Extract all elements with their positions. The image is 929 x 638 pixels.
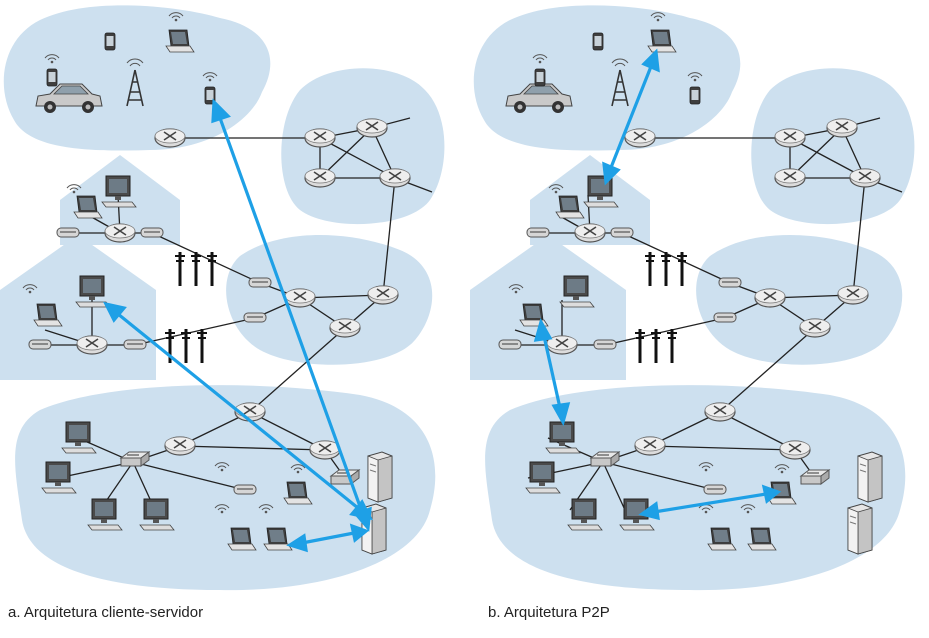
client-server-diagram: [0, 0, 460, 600]
caption-p2p: b. Arquitetura P2P: [488, 604, 610, 621]
modem-icon: [593, 339, 617, 350]
modem-icon: [526, 227, 550, 238]
modem-icon: [243, 312, 267, 323]
modem-icon: [123, 339, 147, 350]
mobile-network-cloud: [473, 5, 741, 151]
modem-icon: [140, 227, 164, 238]
home-network-house-1: [530, 155, 650, 245]
communication-arrows: [103, 98, 373, 553]
phone-icon: [592, 32, 604, 51]
utility-poles: [633, 250, 689, 365]
isp-cloud-top-right: [281, 68, 445, 225]
modem-icon: [56, 227, 80, 238]
modem-icon: [718, 277, 742, 288]
phone-icon: [534, 68, 546, 87]
phone-icon: [104, 32, 116, 51]
modem-icon: [28, 339, 52, 350]
isp-cloud-middle: [226, 234, 433, 365]
modem-icon: [248, 277, 272, 288]
p2p-network-svg: [470, 5, 915, 591]
isp-cloud-middle: [696, 234, 903, 365]
caption-client-server: a. Arquitetura cliente-servidor: [8, 604, 204, 621]
home-network-house-2: [0, 235, 156, 380]
modem-icon: [233, 484, 257, 495]
phone-icon: [46, 68, 58, 87]
utility-poles: [163, 250, 219, 365]
enterprise-network-cloud: [485, 385, 906, 591]
server-icon: [847, 503, 873, 555]
peer-communication-arrows: [533, 48, 782, 521]
modem-icon: [610, 227, 634, 238]
server-icon: [857, 451, 883, 503]
modem-icon: [713, 312, 737, 323]
server-icon: [367, 451, 393, 503]
modem-icon: [703, 484, 727, 495]
p2p-diagram: [470, 0, 929, 600]
modem-icon: [498, 339, 522, 350]
isp-cloud-top-right: [751, 68, 915, 225]
client-server-network-svg: [0, 5, 445, 591]
phone-icon: [689, 86, 701, 105]
